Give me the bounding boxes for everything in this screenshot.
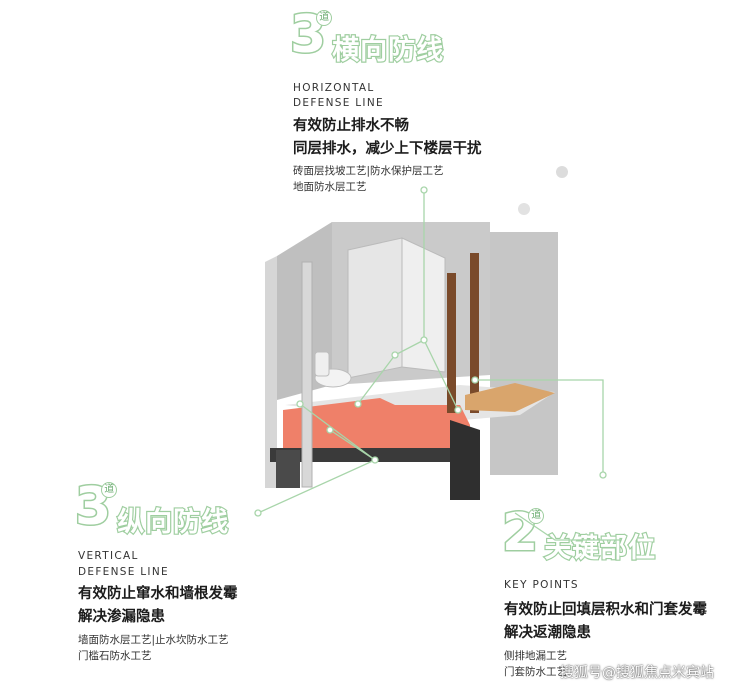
- backfill-board: [465, 383, 555, 412]
- door-frame-right: [470, 253, 479, 413]
- keypoints-leader-branch: [475, 379, 604, 475]
- vertical-unit-badge: 道: [101, 482, 118, 498]
- vertical-detail-2: 门槛石防水工艺: [78, 650, 152, 662]
- keypoints-desc-2: 解决返潮隐患: [504, 625, 591, 641]
- keypoints-title: 关键部位: [543, 532, 657, 565]
- keypoints-leader-line: [514, 512, 620, 541]
- keypoints-heading: 2 道 关键部位: [500, 506, 657, 566]
- horizontal-en-label-2: DEFENSE LINE: [293, 97, 384, 109]
- keypoints-unit-badge: 道: [528, 508, 545, 524]
- waterproof-layer: [283, 398, 470, 448]
- vertical-heading: 3 道 纵向防线: [73, 480, 230, 540]
- keypoints-detail-1: 侧排地漏工艺: [504, 650, 567, 662]
- horizontal-unit-badge: 道: [316, 10, 333, 26]
- horizontal-title: 横向防线: [331, 34, 445, 67]
- left-wall: [265, 256, 277, 488]
- vertical-leader-branch: [329, 429, 376, 461]
- horizontal-en-label-1: HORIZONTAL: [293, 82, 375, 94]
- horizontal-desc-1: 有效防止排水不畅: [293, 118, 409, 134]
- right-wall: [490, 232, 558, 475]
- horizontal-detail-1: 砖面层找坡工艺|防水保护层工艺: [293, 165, 444, 177]
- vertical-en-label-2: DEFENSE LINE: [78, 566, 169, 578]
- leader-dot: [599, 471, 607, 479]
- decor-dot: [518, 203, 530, 215]
- vertical-desc-1: 有效防止窜水和墙根发霉: [78, 586, 238, 602]
- threshold-beam: [450, 420, 480, 500]
- leader-dot: [296, 400, 304, 408]
- leader-dot: [454, 406, 462, 414]
- horizontal-leader-branch: [423, 339, 459, 411]
- keypoints-en-label: KEY POINTS: [504, 579, 579, 591]
- horizontal-detail-2: 地面防水层工艺: [293, 181, 367, 193]
- drain-pipe: [301, 261, 313, 488]
- keypoints-detail-2: 门套防水工艺: [504, 666, 567, 678]
- vertical-en-label-1: VERTICAL: [78, 550, 139, 562]
- watermark-text: 搜狐号@搜狐焦点米宾站: [560, 665, 714, 681]
- door-frame-left: [447, 273, 456, 413]
- leader-dot: [371, 456, 379, 464]
- horizontal-desc-2: 同层排水，减少上下楼层干扰: [293, 141, 482, 157]
- left-beam: [276, 450, 300, 488]
- floor-slab: [270, 448, 480, 462]
- horizontal-heading: 3 道 横向防线: [288, 8, 445, 68]
- keypoints-desc-1: 有效防止回填层积水和门套发霉: [504, 602, 707, 618]
- vertical-desc-2: 解决渗漏隐患: [78, 609, 165, 625]
- leader-dot: [354, 400, 362, 408]
- vertical-title: 纵向防线: [116, 506, 230, 539]
- leader-dot: [391, 351, 399, 359]
- leader-dot: [254, 509, 262, 517]
- vertical-detail-1: 墙面防水层工艺|止水坎防水工艺: [78, 634, 229, 646]
- leader-dot: [326, 426, 334, 434]
- toilet-tank: [314, 351, 330, 377]
- leader-dot: [420, 336, 428, 344]
- decor-dot: [556, 166, 568, 178]
- leader-dot: [420, 186, 428, 194]
- leader-dot: [471, 376, 479, 384]
